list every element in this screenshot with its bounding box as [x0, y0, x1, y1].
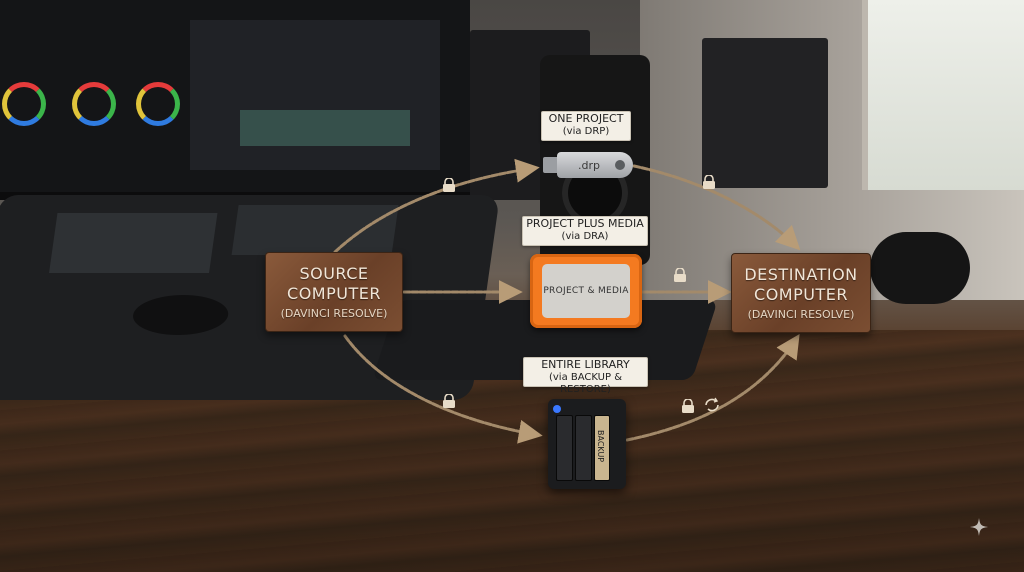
lock-icon: [443, 394, 455, 408]
usb-drive-text: .drp: [578, 158, 600, 172]
background-window: [862, 0, 1024, 190]
source-computer-box: SOURCE COMPUTER (DAVINCI RESOLVE): [265, 252, 403, 332]
source-line2: COMPUTER: [287, 283, 381, 303]
destination-computer-box: DESTINATION COMPUTER (DAVINCI RESOLVE): [731, 253, 871, 333]
usb-connector: [543, 157, 559, 173]
label-title: PROJECT PLUS MEDIA: [526, 217, 644, 230]
color-wheel: [2, 82, 46, 126]
acoustic-panel: [702, 38, 828, 188]
destination-line2: COMPUTER: [754, 284, 848, 304]
destination-line3: (DAVINCI RESOLVE): [747, 307, 855, 321]
rope-usb-to-dest: [632, 164, 801, 251]
nas-bay-backup: BACKUP: [594, 415, 610, 481]
label-subtitle: (via DRP): [562, 126, 610, 137]
source-line3: (DAVINCI RESOLVE): [280, 306, 388, 320]
project-plus-media-label: PROJECT PLUS MEDIA (via DRA): [522, 216, 648, 246]
usb-drive-icon: .drp: [543, 152, 633, 178]
rope-source-to-nas: [343, 334, 543, 444]
lock-icon: [674, 268, 686, 282]
nas-bay: [556, 415, 573, 481]
label-title: ONE PROJECT: [548, 112, 624, 125]
color-wheel: [136, 82, 180, 126]
nas-icon: BACKUP: [548, 399, 626, 489]
label-subtitle: (via BACKUP & RESTORE): [548, 372, 623, 395]
usb-keyring-hole: [615, 160, 625, 170]
lock-icon: [443, 178, 455, 192]
destination-line1: DESTINATION: [744, 264, 858, 284]
label-subtitle: (via DRA): [561, 231, 609, 242]
nas-bay: [575, 415, 592, 481]
sync-icon: [705, 397, 719, 412]
drive-face: PROJECT & MEDIA: [542, 264, 630, 318]
lock-icon: [703, 175, 715, 189]
rope-source-to-usb: [333, 158, 540, 254]
color-wheel: [72, 82, 116, 126]
timeline-clip: [240, 110, 410, 146]
drive-text: PROJECT & MEDIA: [543, 286, 629, 296]
sparkle-icon: [970, 518, 988, 536]
nas-bay-text: BACKUP: [596, 430, 605, 463]
lock-icon: [682, 399, 694, 413]
rope-nas-to-dest: [625, 333, 800, 442]
entire-library-label: ENTIRE LIBRARY (via BACKUP & RESTORE): [523, 357, 648, 395]
nas-power-led: [553, 405, 561, 413]
external-drive-icon: PROJECT & MEDIA: [530, 254, 642, 328]
source-line1: SOURCE: [299, 263, 369, 283]
one-project-label: ONE PROJECT (via DRP): [541, 111, 631, 141]
label-title: ENTIRE LIBRARY: [541, 358, 630, 371]
headphones: [870, 232, 970, 304]
